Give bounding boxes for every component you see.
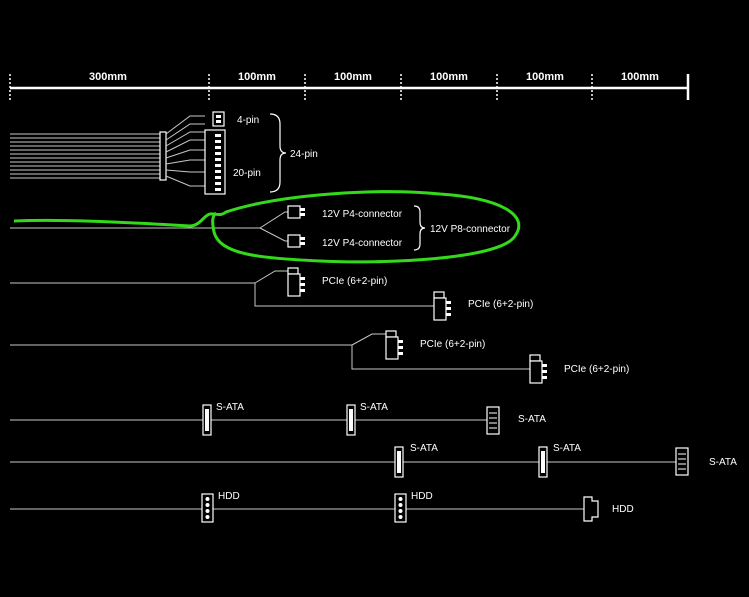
hdd-label: HDD — [411, 491, 433, 502]
eps-p4-connector-top — [287, 205, 301, 219]
pcie-2-branch-wire — [351, 333, 386, 346]
pcie-1-second-connector — [433, 297, 447, 321]
hdd-end-connector — [583, 496, 599, 522]
green-highlight-annotation — [13, 190, 521, 264]
sata-1-label: S-ATA — [360, 402, 388, 413]
sata-2-label: S-ATA — [410, 443, 438, 454]
atx-20pin-pins — [215, 134, 221, 191]
atx-group-brace — [269, 113, 287, 193]
eps-bottom-label: 12V P4-connector — [322, 238, 403, 249]
pcie-1-first-aux — [287, 267, 299, 275]
sata-2-label: S-ATA — [709, 457, 737, 468]
atx-4pin-connector — [212, 111, 225, 127]
sata-1-label: S-ATA — [216, 402, 244, 413]
eps-group-brace — [413, 205, 426, 251]
ruler-segment-label: 300mm — [89, 71, 127, 83]
atx-group-label: 24-pin — [290, 149, 318, 160]
pcie-2-daisy-wire — [351, 345, 530, 370]
wire-sleeve — [159, 131, 167, 181]
sata-1-end-connector — [486, 406, 500, 435]
sata-2-end-connector — [675, 447, 689, 476]
eps-group-label: 12V P8-connector — [430, 224, 511, 235]
sata-cable-2: S-ATA S-ATA S-ATA — [10, 443, 737, 478]
eps-p4-connector-bottom — [287, 234, 301, 248]
ruler-segment-label: 100mm — [334, 71, 372, 83]
eps-12v-cable: 12V P4-connector 12V P4-connector 12V P8… — [10, 190, 521, 264]
atx-wire-bundle — [10, 115, 205, 187]
pcie-1-first-label: PCIe (6+2-pin) — [322, 276, 387, 287]
ruler-segment-label: 100mm — [238, 71, 276, 83]
hdd-label: HDD — [612, 504, 634, 515]
hdd-inline-connector — [394, 493, 407, 523]
pcie-1-branch-wire — [254, 270, 288, 284]
pcie-2-second-aux — [529, 354, 541, 362]
pcie-1-first-connector — [287, 273, 301, 297]
atx-4pin-label: 4-pin — [237, 115, 259, 126]
ruler-segment-label: 100mm — [526, 71, 564, 83]
sata-2-label: S-ATA — [553, 443, 581, 454]
pcie-2-first-connector — [385, 336, 399, 360]
pcie-2-first-aux — [385, 330, 397, 338]
pcie-cable-2: PCIe (6+2-pin) PCIe (6+2-pin) — [10, 330, 629, 384]
ruler-segment-label: 100mm — [621, 71, 659, 83]
pcie-2-second-label: PCIe (6+2-pin) — [564, 364, 629, 375]
pcie-cable-1: PCIe (6+2-pin) PCIe (6+2-pin) — [10, 267, 533, 321]
length-ruler: 300mm 100mm 100mm 100mm 100mm 100mm — [9, 71, 690, 100]
sata-1-label: S-ATA — [518, 414, 546, 425]
atx-20pin-label: 20-pin — [233, 168, 261, 179]
eps-top-label: 12V P4-connector — [322, 209, 403, 220]
hdd-inline-connector — [201, 493, 214, 523]
pcie-1-second-label: PCIe (6+2-pin) — [468, 299, 533, 310]
hdd-cable: HDD HDD HDD — [10, 491, 634, 523]
ruler-segment-label: 100mm — [430, 71, 468, 83]
atx-24pin-cable: 4-pin 20-pin 24-pin — [10, 111, 318, 195]
pcie-1-second-aux — [433, 291, 445, 299]
pcie-2-first-label: PCIe (6+2-pin) — [420, 339, 485, 350]
hdd-label: HDD — [218, 491, 240, 502]
sata-cable-1: S-ATA S-ATA S-ATA — [10, 402, 546, 436]
pcie-1-daisy-wire — [254, 283, 434, 307]
pcie-2-second-connector — [529, 360, 543, 384]
eps-split-wire — [259, 211, 288, 242]
